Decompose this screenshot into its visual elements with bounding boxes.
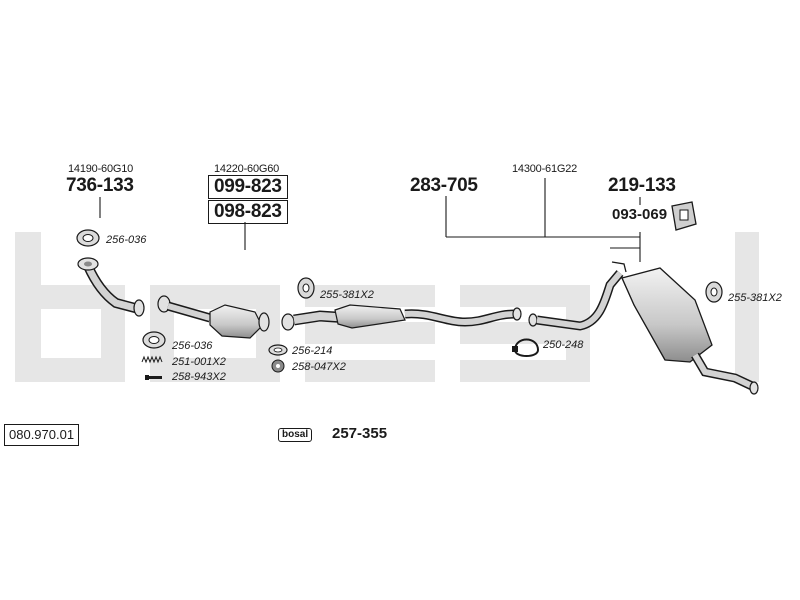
oem-number-catalyst: 14220-60G60 (214, 163, 280, 175)
accessory-rubber-mount-2[interactable]: 255-381X2 (728, 292, 782, 304)
accessory-clamp[interactable]: 250-248 (543, 339, 584, 351)
oem-number-center: 14300-61G22 (512, 163, 578, 175)
spring-shape (141, 355, 163, 364)
center-pipe-drawing (281, 304, 522, 331)
accessory-bolt[interactable]: 258-943X2 (172, 371, 226, 383)
accessory-gasket-1[interactable]: 256-036 (106, 234, 147, 246)
bolt-shape (145, 375, 162, 380)
gasket-2-shape (142, 331, 166, 349)
accessory-ring[interactable]: 256-214 (292, 345, 333, 357)
accessory-gasket-2[interactable]: 256-036 (172, 340, 213, 352)
part-center-pipe[interactable]: 283-705 (410, 175, 478, 196)
part-mount-kit[interactable]: 093-069 (612, 206, 668, 223)
part-catalyst-b[interactable]: 098-823 (208, 200, 288, 224)
catalyst-drawing (157, 295, 270, 339)
gasket-1-shape (76, 229, 100, 247)
clamp-shape (512, 338, 540, 357)
nut-shape (271, 359, 285, 373)
rubber-mount-2-shape (705, 281, 723, 303)
catalog-number: 080.970.01 (4, 424, 80, 446)
accessory-spring[interactable]: 251-001X2 (172, 356, 226, 368)
part-front-pipe[interactable]: 736-133 (66, 175, 134, 196)
mount-kit-shape (671, 201, 697, 231)
front-pipe-drawing (77, 257, 145, 317)
rubber-mount-1-shape (297, 277, 315, 299)
oem-number-front-pipe: 14190-60G10 (68, 163, 134, 175)
accessory-nut[interactable]: 258-047X2 (292, 361, 346, 373)
accessory-rubber-mount-1[interactable]: 255-381X2 (320, 289, 374, 301)
brand-badge: bosal (278, 428, 313, 442)
part-catalyst-a[interactable]: 099-823 (208, 175, 288, 199)
part-rear-silencer[interactable]: 219-133 (608, 175, 676, 196)
ring-shape (268, 344, 288, 356)
part-assembly-kit[interactable]: 257-355 (332, 425, 388, 442)
rear-silencer-drawing (528, 261, 759, 395)
